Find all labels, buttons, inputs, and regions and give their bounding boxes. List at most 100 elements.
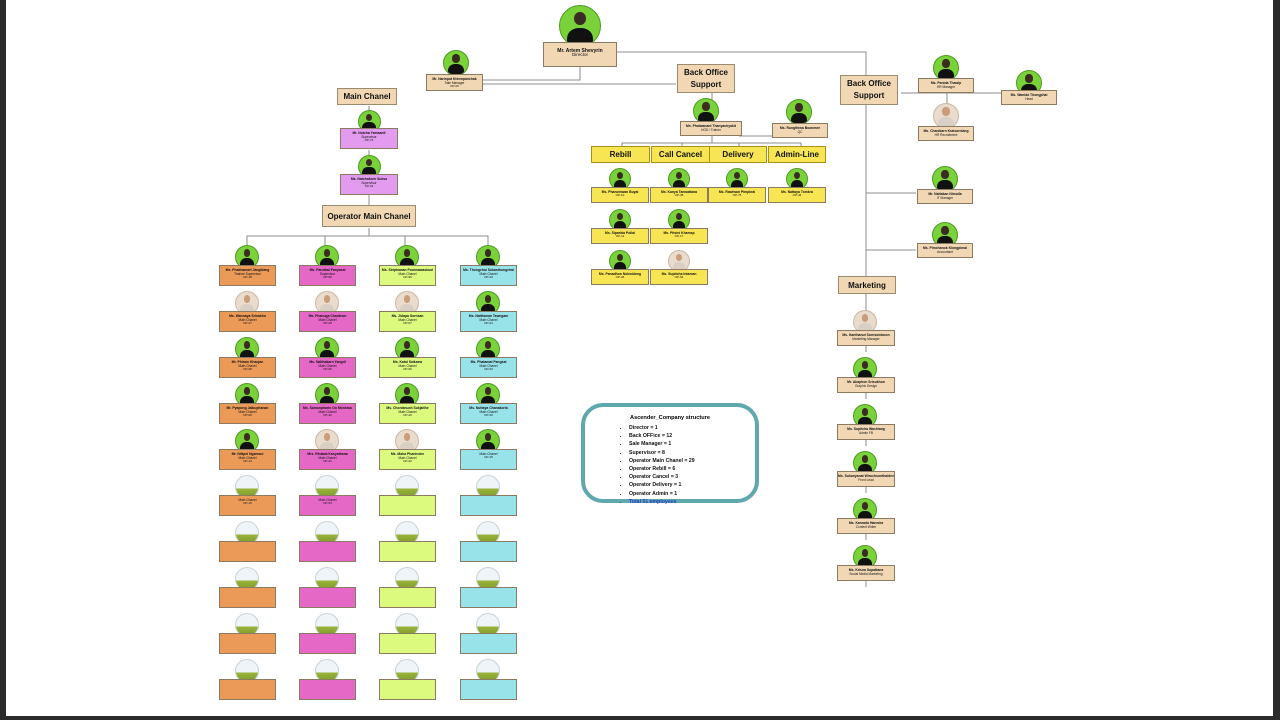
employee-name: Ms. Kanthanut Sornsomboon [842,333,890,337]
empty-position-card [460,633,517,654]
employee-name: Ms. Phaiwanant Thanyachyakit [686,124,736,128]
empty-position-card [219,541,276,562]
summary-item: Operator Cancel = 3 [629,473,755,481]
employee-role: Main Chanel [318,498,337,502]
employee-name: Ms. Wannaya Srinakho [229,314,266,318]
employee-role: QC [797,130,803,134]
summary-item: Director = 1 [629,424,755,432]
employee-name: Ms. Siriphawan Poonsawaskool [381,268,434,272]
employee-name: Ms. Chonlanuch Sukjaithe [386,406,429,410]
summary-item: Operator Main Chanel = 29 [629,457,755,465]
connector-line [712,142,802,147]
employee-code: OP-32 [323,413,332,417]
person-avatar [668,209,690,231]
employee-code: OP-38 [674,193,684,197]
employee-code: OP-06 [403,367,412,371]
employee-name: Ms. Samonpharin Oo Monkrao [303,406,352,410]
employee-name: Ms. Wanida Thongphai [1010,93,1048,97]
employee-name: Mr. Akaphon Srisukhon [847,380,885,384]
employee-role: Supervisor [361,135,377,139]
empty-position-card [299,679,356,700]
employee-name: Ms. Paruthai Panyasai [309,268,346,272]
employee-role: Main Chanel [318,410,337,414]
employee-code: OP-36 [615,275,625,279]
summary-total: Total 51 employees [629,498,755,506]
person-avatar [443,50,469,76]
employee-role: Main Chanel [479,272,498,276]
section-header: Call Cancel [651,146,710,163]
summary-item: Supervisor = 8 [629,449,755,457]
employee-code: OP-09 [243,413,252,417]
employee-role: Main Chanel [398,364,417,368]
employee-name: Ms. Kanya Tanwattana [660,190,698,194]
empty-position-card [299,633,356,654]
employee-role: Main Chanel [238,364,257,368]
employee-role: IT Manager [936,196,954,200]
employee-role: HR Manager [936,85,956,89]
employee-role: Supervisor [319,272,336,276]
section-header: Main Chanel [337,88,397,105]
employee-code: OP-26 [403,413,412,417]
empty-position-card [219,679,276,700]
person-avatar [933,55,959,81]
employee-name: Ms. Phakhamart Jangklang [225,268,270,272]
employee-name: Ms. Siparida Pollai [605,231,635,235]
empty-position-card [460,495,517,516]
person-avatar [932,166,958,192]
empty-position-card [219,587,276,608]
summary-item: Operator Delivery = 1 [629,481,755,489]
employee-code: OP-17 [674,234,684,238]
employee-name: Ms. Supitcha Wachiang [847,427,885,431]
employee-code: OP-53 [323,501,332,505]
employee-name: Ms. Phatamat Pangsai [470,360,507,364]
empty-position-card [460,679,517,700]
employee-role: HOD / Trainer [701,128,721,132]
employee-name: Ms. Phanuga Chantrom [308,314,347,318]
summary-list: Director = 1 Back OFFice = 12 Sale Manag… [585,424,755,506]
employee-code: OP-29 [484,275,493,279]
section-header: Back Office Support [677,64,735,93]
employee-role: Front Lead [858,478,874,482]
employee-code: OP-28 [323,321,332,325]
employee-code: OP-15 [484,455,493,459]
employee-code: OP-46 [792,193,802,197]
connector-lines [246,51,1006,587]
employee-role: Main Chanel [318,456,337,460]
employee-role: Main Chanel [238,498,257,502]
employee-name: Mr. Artem Shevyrin [557,48,603,54]
employee-role: Main Chanel [318,318,337,322]
person-avatar [609,209,631,231]
person-avatar [726,168,748,190]
employee-role: Main Chanel [238,410,257,414]
person-avatar [786,99,812,125]
employee-role: Graphic Design [855,384,877,388]
empty-position-card [379,679,436,700]
employee-code: OP-18 [243,275,252,279]
employee-code: OP-02 [403,459,412,463]
employee-code: OP-04 [484,321,493,325]
employee-name: Ms. Chanikarn Kraisornlang [923,129,969,133]
employee-name: Ms. Phanomwan Buyai [601,190,639,194]
employee-code: OP-96 [403,275,412,279]
